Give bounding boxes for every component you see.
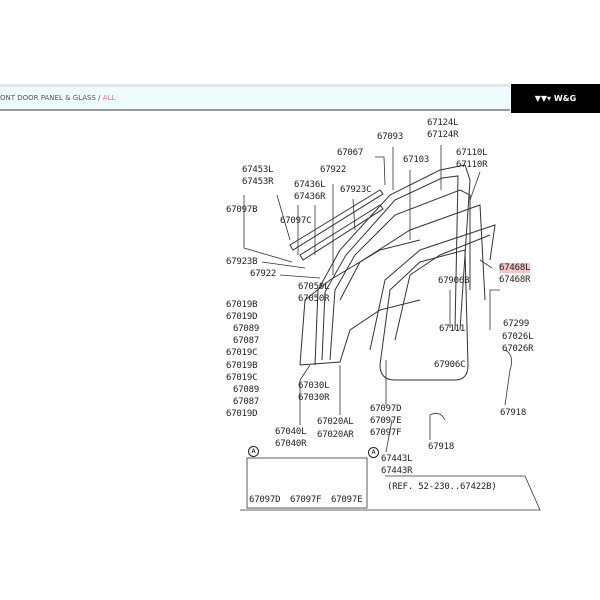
door-frame bbox=[299, 164, 496, 381]
part-label[interactable]: 67019C bbox=[226, 373, 258, 383]
part-label[interactable]: 67103 bbox=[403, 155, 430, 165]
part-label[interactable]: 67019B bbox=[226, 300, 258, 310]
callout-a: A bbox=[248, 446, 259, 457]
part-label[interactable]: 67030L bbox=[298, 381, 330, 391]
breadcrumb-bar: ONT DOOR PANEL & GLASS / ALL bbox=[0, 87, 510, 111]
part-label[interactable]: 67436R bbox=[294, 192, 326, 202]
part-label[interactable]: 67089 bbox=[233, 324, 260, 334]
part-label[interactable]: 67097D bbox=[249, 495, 281, 505]
part-label[interactable]: 67019D bbox=[226, 409, 258, 419]
part-label[interactable]: 67922 bbox=[320, 165, 347, 175]
part-label[interactable]: 67918 bbox=[428, 442, 455, 452]
part-label[interactable]: 67087 bbox=[233, 336, 260, 346]
part-label[interactable]: 67443R bbox=[381, 466, 413, 476]
part-label[interactable]: 67050R bbox=[298, 294, 330, 304]
part-label[interactable]: 67923B bbox=[226, 257, 258, 267]
part-label[interactable]: 67453L bbox=[242, 165, 274, 175]
part-label[interactable]: 67019B bbox=[226, 361, 258, 371]
leader-lines bbox=[240, 145, 541, 511]
part-label[interactable]: 67110R bbox=[456, 160, 488, 170]
part-label[interactable]: 67110L bbox=[456, 148, 488, 158]
part-label-highlighted[interactable]: 67468L bbox=[499, 263, 531, 273]
breadcrumb: ONT DOOR PANEL & GLASS / ALL bbox=[0, 94, 115, 102]
part-label[interactable]: 67020AL bbox=[317, 417, 354, 427]
part-label[interactable]: 67906C bbox=[434, 360, 466, 370]
glass-run-channels bbox=[289, 189, 384, 261]
part-label[interactable]: 67111 bbox=[439, 324, 466, 334]
part-label[interactable]: 67089 bbox=[233, 385, 260, 395]
part-label[interactable]: 67097F bbox=[290, 495, 322, 505]
part-label[interactable]: 67097C bbox=[280, 216, 312, 226]
part-label[interactable]: 67299 bbox=[503, 319, 530, 329]
part-label[interactable]: 67923C bbox=[340, 185, 372, 195]
part-label[interactable]: 67097E bbox=[370, 416, 402, 426]
part-label[interactable]: 67030R bbox=[298, 393, 330, 403]
part-label[interactable]: 67026R bbox=[502, 344, 534, 354]
part-label[interactable]: 67436L bbox=[294, 180, 326, 190]
part-label[interactable]: 67922 bbox=[250, 269, 277, 279]
callout-a: A bbox=[368, 447, 379, 458]
part-label[interactable]: 67097B bbox=[226, 205, 258, 215]
part-label[interactable]: 67020AR bbox=[317, 430, 354, 440]
part-label[interactable]: 67443L bbox=[381, 454, 413, 464]
part-label[interactable]: 67468R bbox=[499, 275, 531, 285]
detail-a-box bbox=[246, 457, 368, 509]
part-label[interactable]: 67097D bbox=[370, 404, 402, 414]
part-label[interactable]: 67097F bbox=[370, 428, 402, 438]
part-label[interactable]: 67124R bbox=[427, 130, 459, 140]
part-label[interactable]: 67918 bbox=[500, 408, 527, 418]
part-label[interactable]: 67453R bbox=[242, 177, 274, 187]
part-label[interactable]: 67067 bbox=[337, 148, 364, 158]
part-label[interactable]: 67019C bbox=[226, 348, 258, 358]
part-label[interactable]: 67097E bbox=[331, 495, 363, 505]
part-label[interactable]: 67087 bbox=[233, 397, 260, 407]
brand-logo[interactable]: ▼▼▾ W&G bbox=[511, 84, 600, 113]
breadcrumb-all-link[interactable]: ALL bbox=[102, 94, 116, 102]
brand-name: W&G bbox=[553, 94, 577, 103]
part-label[interactable]: 67040L bbox=[275, 427, 307, 437]
part-label[interactable]: 67019D bbox=[226, 312, 258, 322]
reference-note: (REF. 52-230..67422B) bbox=[387, 482, 497, 492]
breadcrumb-path: ONT DOOR PANEL & GLASS / bbox=[0, 94, 103, 102]
part-label[interactable]: 67040R bbox=[275, 439, 307, 449]
part-label[interactable]: 67026L bbox=[502, 332, 534, 342]
part-label[interactable]: 67124L bbox=[427, 118, 459, 128]
part-label[interactable]: 67093 bbox=[377, 132, 404, 142]
part-label[interactable]: 67050L bbox=[298, 282, 330, 292]
part-label[interactable]: 67906B bbox=[438, 276, 470, 286]
